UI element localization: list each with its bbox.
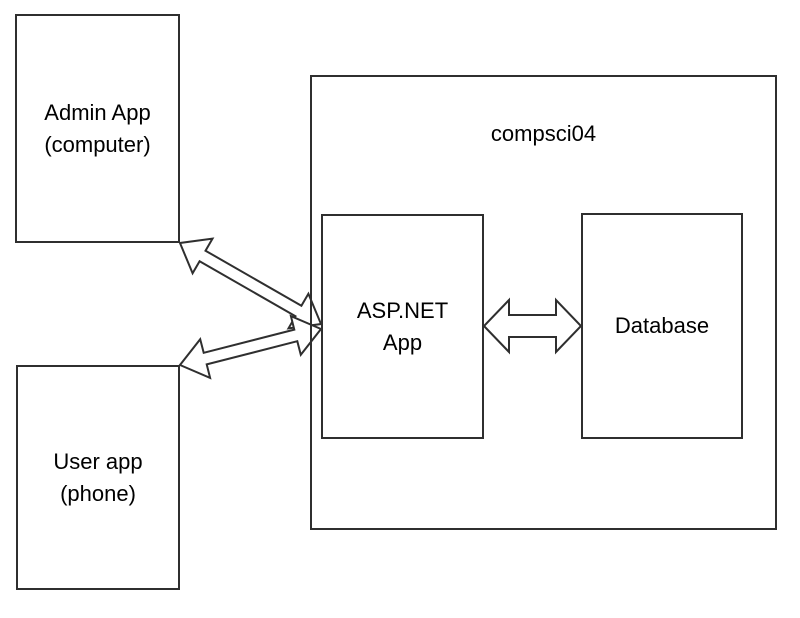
double-arrow-user-aspnet — [178, 314, 323, 380]
node-server-group: compsci04 — [310, 75, 777, 530]
node-admin-app: Admin App (computer) — [15, 14, 180, 243]
node-database: Database — [581, 213, 743, 439]
node-aspnet-app: ASP.NET App — [321, 214, 484, 439]
node-user-app-label: User app (phone) — [53, 448, 143, 506]
double-arrow-admin-aspnet — [178, 237, 323, 330]
node-database-label: Database — [614, 313, 710, 338]
node-user-app: User app (phone) — [16, 365, 180, 590]
node-admin-app-label: Admin App (computer) — [44, 99, 151, 157]
node-aspnet-app-label: ASP.NET App — [356, 297, 449, 355]
node-server-group-label: compsci04 — [490, 121, 597, 146]
